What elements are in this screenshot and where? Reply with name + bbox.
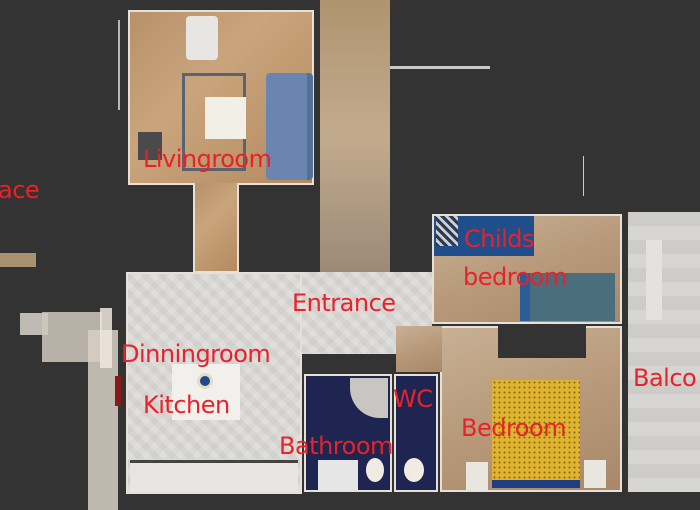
table-vase bbox=[197, 373, 213, 389]
room-label-balcony: Balco bbox=[633, 364, 697, 392]
double-bed bbox=[492, 380, 580, 488]
side-table bbox=[138, 132, 162, 160]
hallway-wall-stub bbox=[390, 66, 490, 69]
room-label-bathroom: Bathroom bbox=[279, 432, 393, 460]
room-label-workspace: ace bbox=[0, 176, 40, 204]
scan-debris bbox=[0, 253, 36, 267]
hallway[interactable] bbox=[320, 0, 390, 272]
wc-toilet bbox=[404, 458, 424, 482]
room-label-kitchen: Kitchen bbox=[143, 391, 230, 419]
kitchen-counter bbox=[130, 460, 298, 492]
coffee-table bbox=[205, 97, 246, 139]
room-label-childs-bedroom-1: Childs bbox=[464, 225, 535, 253]
scan-wall-line bbox=[118, 20, 120, 110]
bathroom-sink bbox=[318, 460, 358, 490]
scan-debris bbox=[100, 308, 112, 368]
balcony-area[interactable] bbox=[628, 212, 700, 492]
scan-debris bbox=[20, 313, 48, 335]
balcony-railing bbox=[646, 240, 662, 320]
toilet bbox=[366, 458, 384, 482]
nightstand-left bbox=[466, 462, 488, 490]
armchair bbox=[186, 16, 218, 60]
room-label-wc: WC bbox=[393, 385, 433, 413]
red-door bbox=[115, 376, 121, 406]
room-label-childs-bedroom-2: bedroom bbox=[463, 263, 567, 291]
bedroom-upper bbox=[396, 326, 442, 372]
room-label-bedroom: Bedroom bbox=[461, 414, 567, 442]
child-bed-bottom bbox=[520, 273, 615, 321]
nightstand-right bbox=[584, 460, 606, 488]
room-label-dinningroom: Dinningroom bbox=[121, 340, 271, 368]
hallway-notch bbox=[498, 326, 586, 358]
room-label-livingroom: Livingroom bbox=[143, 145, 272, 173]
striped-blanket bbox=[436, 216, 458, 246]
livingroom-extension[interactable] bbox=[193, 183, 239, 273]
shelf-debris bbox=[583, 156, 623, 196]
sofa bbox=[266, 73, 313, 180]
room-label-entrance: Entrance bbox=[292, 289, 396, 317]
